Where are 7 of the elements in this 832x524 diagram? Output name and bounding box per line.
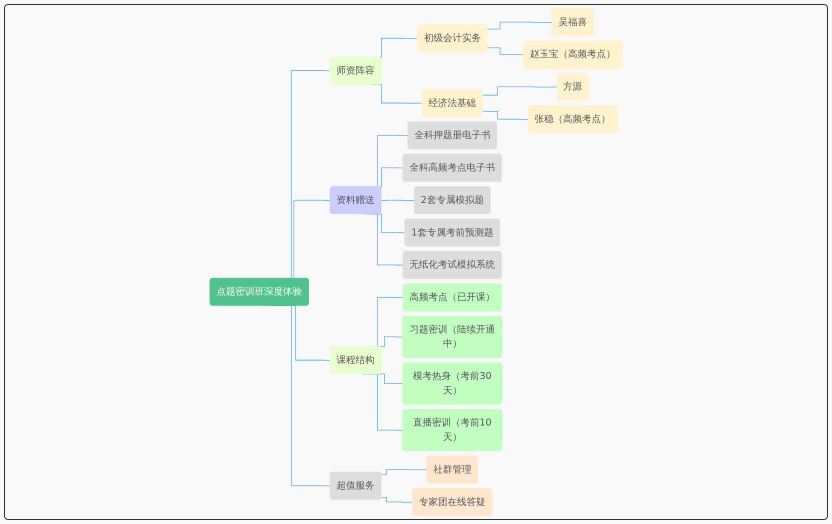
connector bbox=[482, 111, 529, 120]
connector bbox=[482, 86, 558, 96]
connector bbox=[487, 48, 524, 55]
connector bbox=[380, 469, 428, 475]
connector bbox=[380, 200, 415, 201]
connector bbox=[487, 22, 553, 30]
connector bbox=[380, 497, 414, 502]
